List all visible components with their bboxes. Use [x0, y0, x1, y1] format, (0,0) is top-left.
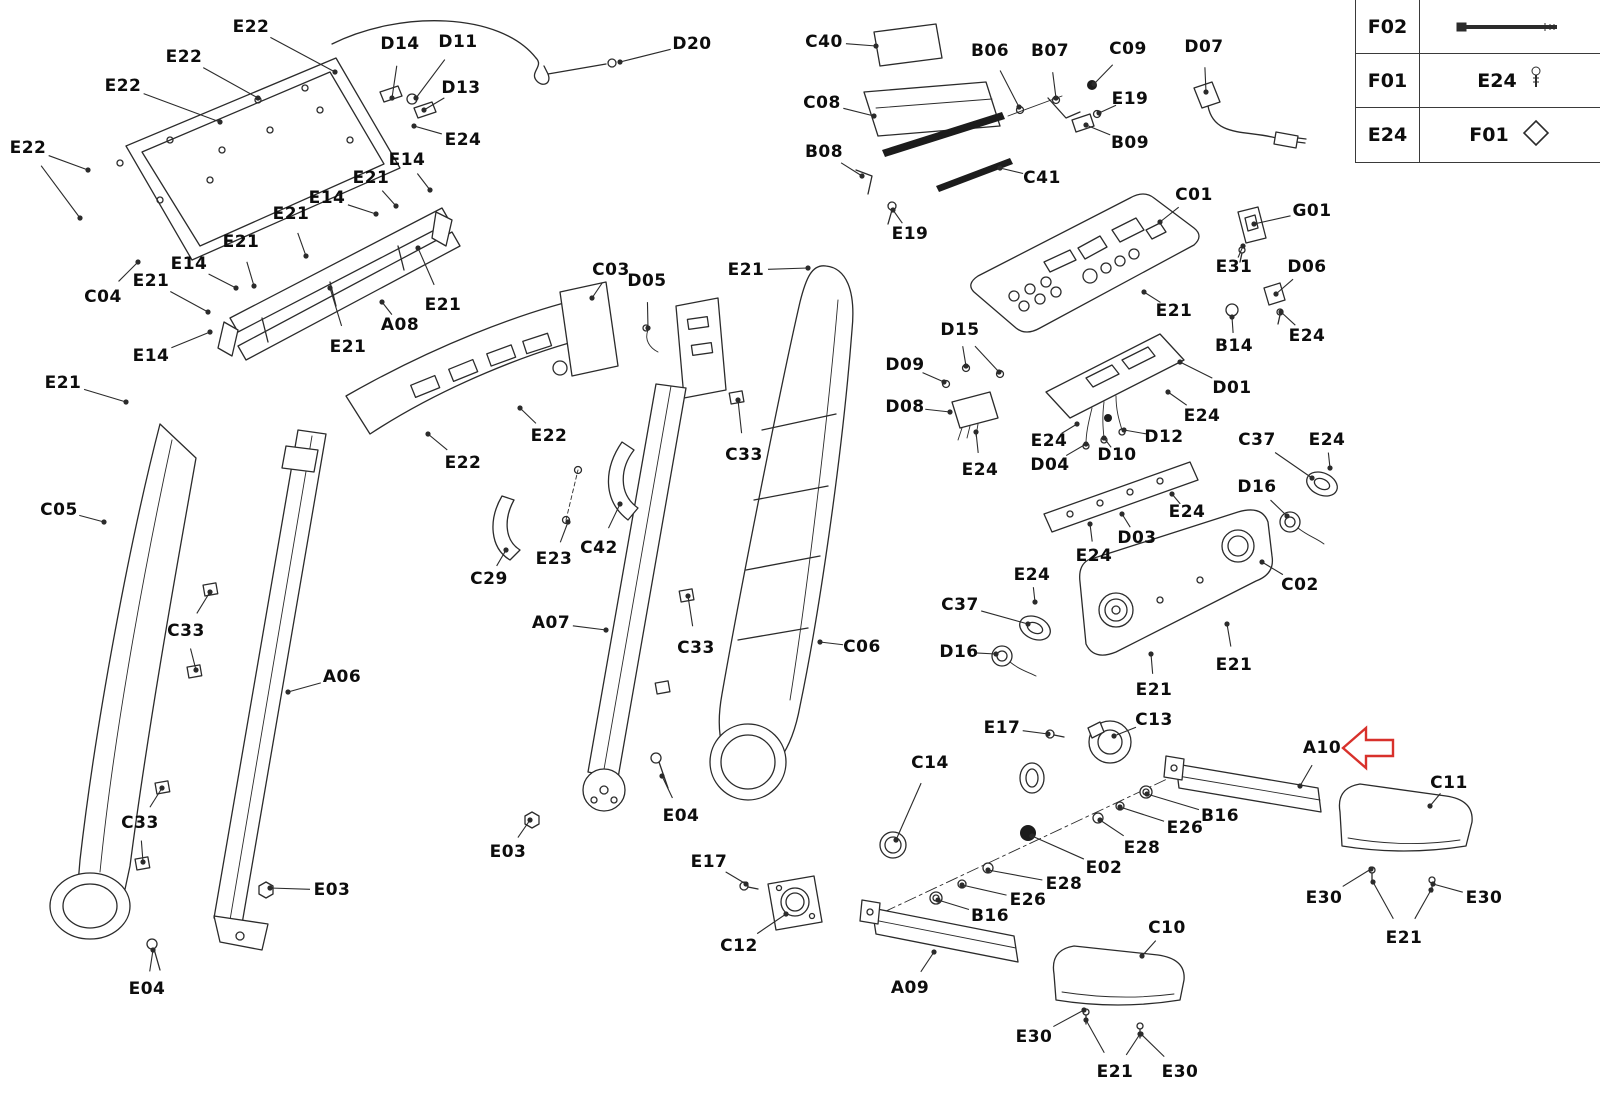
legend-part-f01: F01	[1356, 54, 1420, 107]
part-c11-endcap	[1338, 783, 1473, 852]
part-c05-left-upright	[49, 423, 197, 940]
highlight-arrow	[1341, 725, 1395, 771]
part-d05-sensor	[642, 324, 659, 353]
legend-ref-label-f01: F01	[1469, 124, 1509, 146]
part-d01-bracket	[1045, 333, 1185, 419]
part-d08-controller	[941, 363, 1005, 441]
part-e23-screws	[561, 465, 583, 525]
part-a09-rail	[859, 899, 1019, 963]
part-a10-rail	[1163, 755, 1322, 813]
part-a06-upright	[213, 429, 327, 951]
legend-part-e24: E24	[1356, 108, 1420, 162]
part-a07-upright	[582, 383, 687, 812]
washer-diamond-icon	[1521, 118, 1551, 153]
part-c13-clamp	[1087, 720, 1132, 764]
part-c37-grommet-right	[1306, 471, 1338, 497]
part-c40-cover	[873, 23, 943, 67]
part-d16-cap-left	[991, 645, 1037, 677]
legend-ref-e24: F01	[1420, 108, 1600, 162]
part-d04-d10-d12-cables	[1082, 395, 1126, 450]
part-c01-console	[970, 193, 1200, 333]
part-b14-ball	[1225, 303, 1239, 317]
part-c14-ring	[1019, 762, 1045, 794]
legend-row-f01: F01 E24	[1356, 54, 1600, 108]
part-c08-speaker-panel	[863, 81, 1005, 157]
legend-table: F02 F01 E24	[1355, 0, 1600, 163]
part-d07-cable	[1193, 81, 1307, 149]
part-c12-clamp	[767, 875, 823, 931]
part-a08-frame	[217, 207, 461, 361]
leader-lines	[40, 36, 1463, 1058]
part-c33-nuts-right	[654, 390, 745, 695]
part-c10-endcap	[1052, 945, 1185, 1006]
part-washer-ring	[879, 831, 907, 859]
part-d14-d11-d13-fittings	[379, 85, 437, 119]
part-g01-key	[1237, 206, 1267, 263]
legend-ref-f01: E24	[1420, 54, 1600, 107]
diagram-art	[49, 20, 1473, 1039]
part-c06-upright	[709, 265, 854, 801]
screw-icon	[1529, 66, 1543, 95]
part-c37-grommet-left	[1019, 615, 1051, 641]
legend-row-e24: E24 F01	[1356, 108, 1600, 162]
part-d03-bracket	[1043, 461, 1199, 533]
legend-row-f02: F02	[1356, 0, 1600, 54]
part-c02-bottom-cover	[1079, 509, 1274, 656]
part-c04-deck-panel	[116, 57, 401, 261]
part-c29-handle	[492, 495, 521, 561]
part-d20-cable	[331, 20, 617, 85]
part-e17-screw-lower	[739, 881, 759, 891]
bolt-long-icon	[1420, 0, 1600, 53]
legend-part-f02: F02	[1356, 0, 1420, 53]
part-c03-side-bracket	[675, 297, 727, 399]
part-c41-bar	[936, 158, 1013, 192]
part-c42-handle	[607, 441, 639, 521]
legend-ref-label-e24: E24	[1477, 69, 1517, 92]
part-c03-console-frame	[345, 281, 619, 435]
